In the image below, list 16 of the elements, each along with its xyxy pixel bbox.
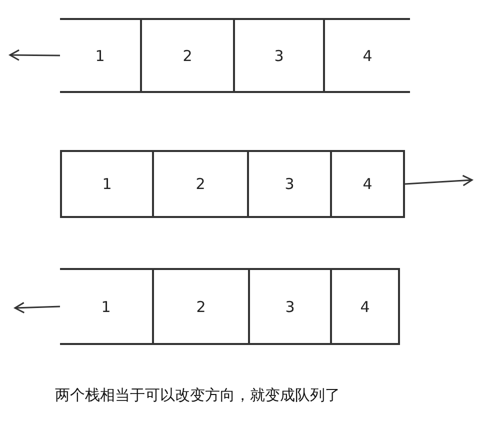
caption: 两个栈相当于可以改变方向，就变成队列了: [55, 386, 340, 405]
arrow: [404, 174, 473, 186]
stack-cell: 1: [60, 150, 152, 218]
stack-cell: 3: [233, 18, 323, 93]
stack-cell: 2: [152, 268, 248, 345]
stack-cell: 3: [247, 150, 330, 218]
arrow: [9, 49, 60, 61]
stack-cell: 4: [330, 268, 400, 345]
stack-cell: 1: [60, 18, 140, 93]
stack-cell: 4: [323, 18, 410, 93]
stack-cell: 2: [152, 150, 247, 218]
stack-cell: 4: [330, 150, 405, 218]
stack-cell: 1: [60, 268, 152, 345]
stack-cell: 2: [140, 18, 233, 93]
stack-cell: 3: [248, 268, 330, 345]
arrow: [14, 302, 60, 314]
